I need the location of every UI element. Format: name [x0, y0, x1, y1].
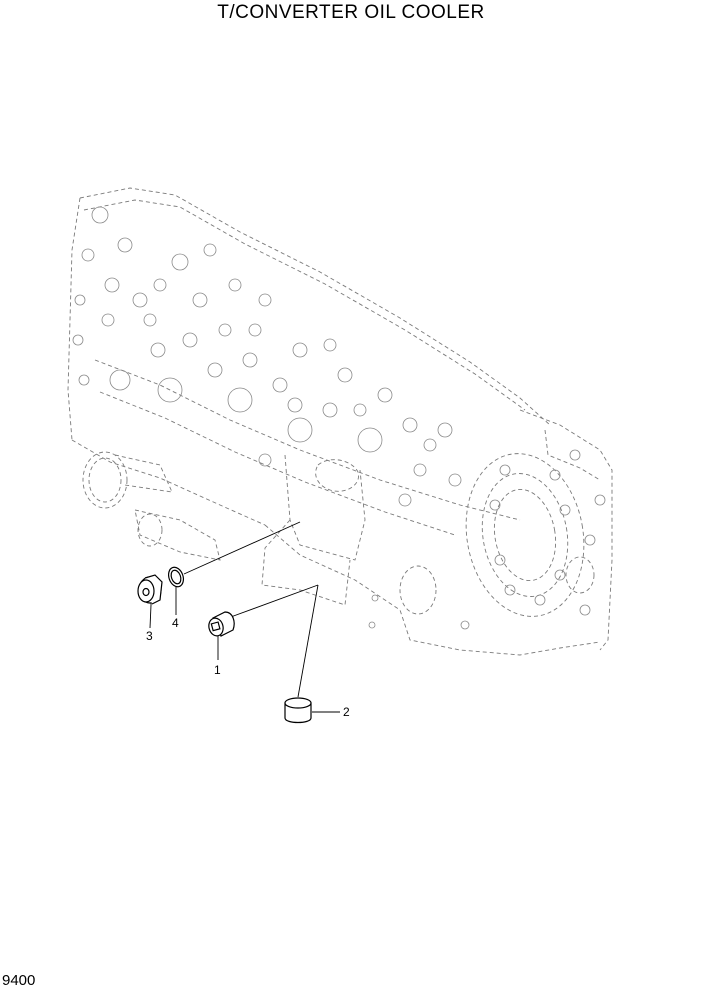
page-number: 9400 [2, 972, 36, 989]
callout-3: 3 [146, 629, 153, 643]
leader-lines [149, 521, 340, 713]
callout-4: 4 [172, 616, 179, 630]
callout-1: 1 [214, 663, 221, 677]
engine-block-outline [67, 187, 613, 656]
page-title: T/CONVERTER OIL COOLER [217, 2, 485, 23]
part-4-o-ring [167, 566, 185, 588]
part-3-plug [137, 574, 163, 605]
engine-bolt-bosses [72, 206, 606, 630]
part-2-cap [284, 697, 312, 724]
callout-2: 2 [343, 705, 350, 719]
part-1-fitting [208, 611, 235, 637]
